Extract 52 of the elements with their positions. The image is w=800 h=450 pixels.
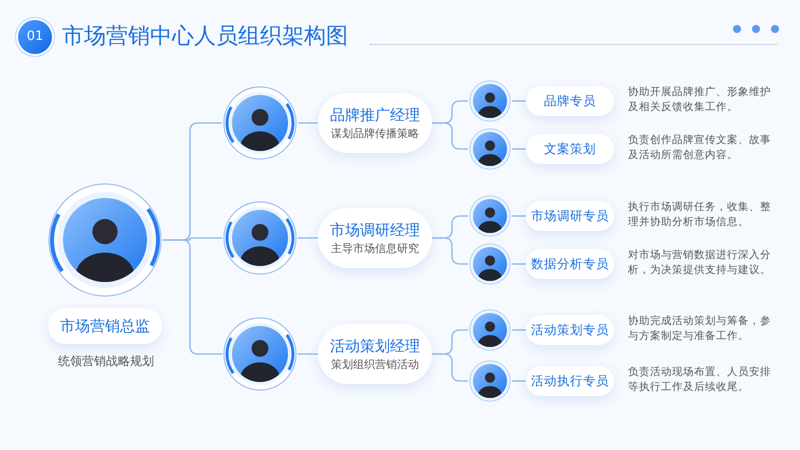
role-pill bbox=[48, 308, 162, 344]
connector-line bbox=[512, 215, 526, 217]
role-pill bbox=[526, 201, 614, 231]
avatar-placeholder bbox=[47, 182, 163, 298]
avatar-placeholder bbox=[468, 308, 512, 352]
role-duty: 主导市场信息研究 bbox=[331, 241, 419, 257]
role-description: 对市场与营销数据进行深入分析，为决策提供支持与建议。 bbox=[628, 248, 772, 278]
avatar-placeholder bbox=[468, 242, 512, 286]
connector-line bbox=[163, 239, 222, 355]
role-title: 活动策划经理 bbox=[330, 336, 420, 357]
number-badge: 01 bbox=[18, 20, 52, 54]
role-title: 文案策划 bbox=[544, 140, 596, 158]
avatar-placeholder bbox=[222, 200, 298, 276]
role-description: 协助开展品牌推广、形象维护及相关反馈收集工作。 bbox=[628, 85, 772, 115]
role-pill bbox=[526, 86, 614, 116]
avatar-placeholder bbox=[468, 359, 512, 403]
avatar-placeholder bbox=[222, 85, 298, 161]
connector-line bbox=[432, 122, 468, 150]
role-pill bbox=[526, 366, 614, 396]
role-description: 执行市场调研任务，收集、整理并协助分析市场信息。 bbox=[628, 200, 772, 230]
connector-line bbox=[512, 100, 526, 102]
avatar-placeholder bbox=[468, 79, 512, 123]
avatar-placeholder bbox=[468, 194, 512, 238]
role-pill bbox=[526, 249, 614, 279]
avatar-placeholder bbox=[468, 127, 512, 171]
connector-line bbox=[432, 353, 468, 382]
role-title: 活动执行专员 bbox=[531, 372, 609, 390]
role-title: 市场营销总监 bbox=[60, 316, 150, 337]
connector-line bbox=[298, 353, 318, 355]
connector-line bbox=[298, 122, 318, 124]
role-pill bbox=[526, 134, 614, 164]
role-duty: 策划组织营销活动 bbox=[331, 357, 419, 373]
role-description: 负责活动现场布置、人员安排等执行工作及后续收尾。 bbox=[628, 365, 772, 395]
connector-line bbox=[512, 329, 526, 331]
connector-line bbox=[512, 380, 526, 382]
role-pill bbox=[526, 315, 614, 345]
role-description: 负责创作品牌宣传文案、故事及活动所需创意内容。 bbox=[628, 133, 772, 163]
role-title: 数据分析专员 bbox=[531, 255, 609, 273]
page-title: 市场营销中心人员组织架构图 bbox=[62, 23, 348, 51]
role-title: 品牌推广经理 bbox=[330, 105, 420, 126]
connector-line bbox=[298, 237, 318, 239]
connector-line bbox=[512, 148, 526, 150]
role-title: 市场调研专员 bbox=[531, 207, 609, 225]
role-title: 活动策划专员 bbox=[531, 321, 609, 339]
role-description: 协助完成活动策划与筹备，参与方案制定与准备工作。 bbox=[628, 314, 772, 344]
role-description: 统领营销战略规划 bbox=[57, 353, 155, 370]
avatar-placeholder bbox=[222, 316, 298, 392]
role-duty: 谋划品牌传播策略 bbox=[331, 126, 419, 142]
role-title: 市场调研经理 bbox=[330, 220, 420, 241]
connector-line bbox=[432, 237, 468, 265]
connector-line bbox=[512, 263, 526, 265]
role-title: 品牌专员 bbox=[544, 92, 596, 110]
